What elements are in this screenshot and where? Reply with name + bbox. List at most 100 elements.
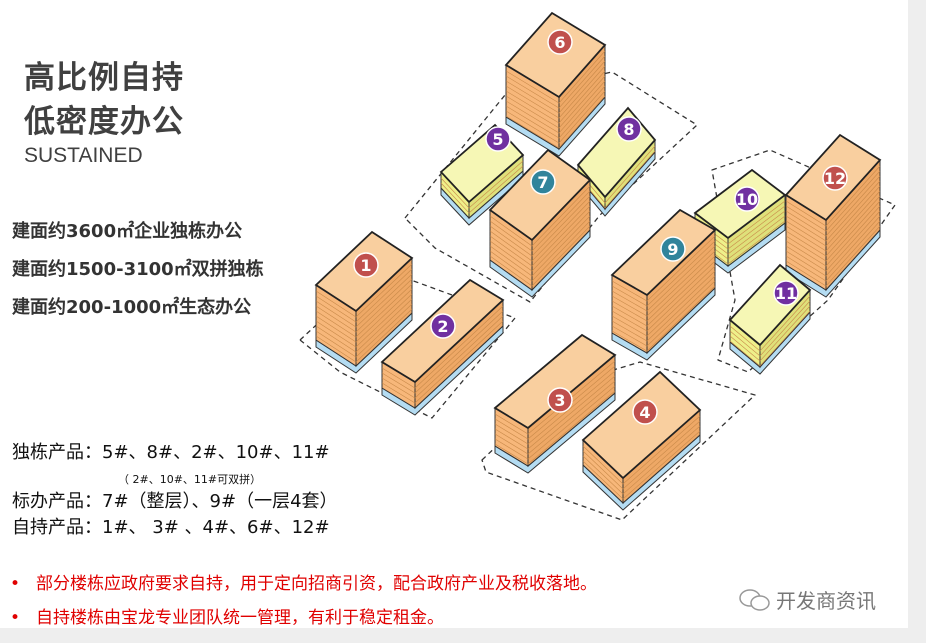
floor-line [489, 190, 591, 252]
site-boundary [299, 267, 516, 419]
floor-line [315, 263, 413, 318]
floor-line [381, 320, 504, 404]
floor-line [505, 90, 606, 144]
floor-line [729, 295, 811, 352]
floor-line [505, 80, 606, 134]
floor-line [315, 268, 413, 323]
floor-line [315, 303, 413, 358]
floor-line [489, 200, 591, 262]
watermark: 开发商资讯 [738, 585, 876, 614]
floor-line [489, 225, 591, 287]
building-label: 9 [667, 240, 678, 259]
bullet-2: • 自持楼栋由宝龙专业团队统一管理，有利于稳定租金。 [10, 603, 444, 628]
product-self-held: 自持产品：1#、 3# 、4#、6#、12# [12, 517, 330, 538]
floor-line [611, 240, 716, 307]
wechat-icon [739, 588, 770, 611]
building-label: 6 [554, 33, 565, 52]
floor-line [785, 190, 881, 252]
building-marker-2 [430, 313, 456, 339]
building-roof [488, 148, 592, 242]
floor-line [315, 308, 413, 363]
building-label: 2 [437, 317, 448, 336]
building-marker-6 [547, 29, 573, 55]
building-label: 5 [492, 130, 503, 149]
building-marker-5 [485, 126, 511, 152]
floor-line [494, 380, 616, 455]
floor-line [785, 220, 881, 282]
floor-line [729, 310, 811, 367]
floor-line [785, 165, 881, 227]
watermark-text: 开发商资讯 [776, 589, 876, 613]
building-label: 10 [736, 190, 758, 209]
building-label: 12 [824, 169, 846, 188]
floor-line [494, 385, 616, 460]
title-line-2: 低密度办公 [24, 104, 184, 140]
building-label: 7 [537, 173, 548, 192]
floor-line [489, 195, 591, 257]
floor-line [582, 420, 701, 490]
floor-line [381, 310, 504, 394]
floor-line [505, 60, 606, 114]
building-label: 3 [554, 391, 565, 410]
floor-line [494, 370, 616, 445]
building-roof [504, 11, 607, 99]
floor-line [785, 210, 881, 272]
site-boundary [404, 71, 698, 303]
building-label: 1 [360, 256, 371, 275]
floor-line [582, 415, 701, 485]
floor-line [785, 170, 881, 232]
floor-line [315, 293, 413, 348]
floor-line [785, 185, 881, 247]
floor-line [729, 300, 811, 357]
floor-line [505, 55, 606, 109]
floor-line [505, 70, 606, 124]
bullet-dot: • [10, 574, 21, 594]
bullet-dot: • [10, 608, 21, 628]
building-marker-1 [353, 252, 379, 278]
feature-2: 建面约1500-3100㎡双拼独栋 [12, 259, 264, 280]
building-marker-3 [547, 387, 573, 413]
floor-line [582, 425, 701, 495]
floor-line [611, 245, 716, 312]
floor-line [729, 305, 811, 362]
building-marker-12 [822, 165, 848, 191]
building-marker-7 [530, 169, 556, 195]
floor-line [315, 298, 413, 353]
floor-line [611, 255, 716, 322]
building-roof [493, 333, 617, 430]
floor-line [505, 50, 606, 104]
product-standalone-note: （ 2#、10#、11#可双拼） [118, 473, 262, 486]
floor-line [611, 250, 716, 317]
floor-line [505, 85, 606, 139]
building-marker-11 [773, 280, 799, 306]
floor-line [611, 260, 716, 327]
floor-line [611, 275, 716, 342]
floor-line [494, 365, 616, 440]
building-marker-8 [616, 116, 642, 142]
floor-line [785, 225, 881, 287]
floor-line [611, 270, 716, 337]
floor-line [489, 205, 591, 267]
bullet-text: 部分楼栋应政府要求自持，用于定向招商引资，配合政府产业及税收落地。 [36, 574, 597, 594]
floor-line [494, 375, 616, 450]
floor-line [611, 235, 716, 302]
floor-line [785, 180, 881, 242]
bullet-text: 自持楼栋由宝龙专业团队统一管理，有利于稳定租金。 [36, 608, 444, 628]
site-boundary [711, 149, 896, 373]
floor-line [611, 265, 716, 332]
building-marker-10 [734, 186, 760, 212]
feature-1: 建面约3600㎡企业独栋办公 [12, 221, 243, 242]
floor-line [489, 220, 591, 282]
floor-line [494, 390, 616, 465]
floor-line [489, 185, 591, 247]
building-label: 11 [775, 284, 797, 303]
building-label: 4 [639, 403, 650, 422]
floor-line [440, 165, 524, 214]
building-roof [581, 370, 702, 480]
floor-line [505, 65, 606, 119]
floor-line [315, 273, 413, 328]
site-boundary [481, 361, 756, 521]
floor-line [582, 430, 701, 500]
building-label: 8 [623, 120, 634, 139]
